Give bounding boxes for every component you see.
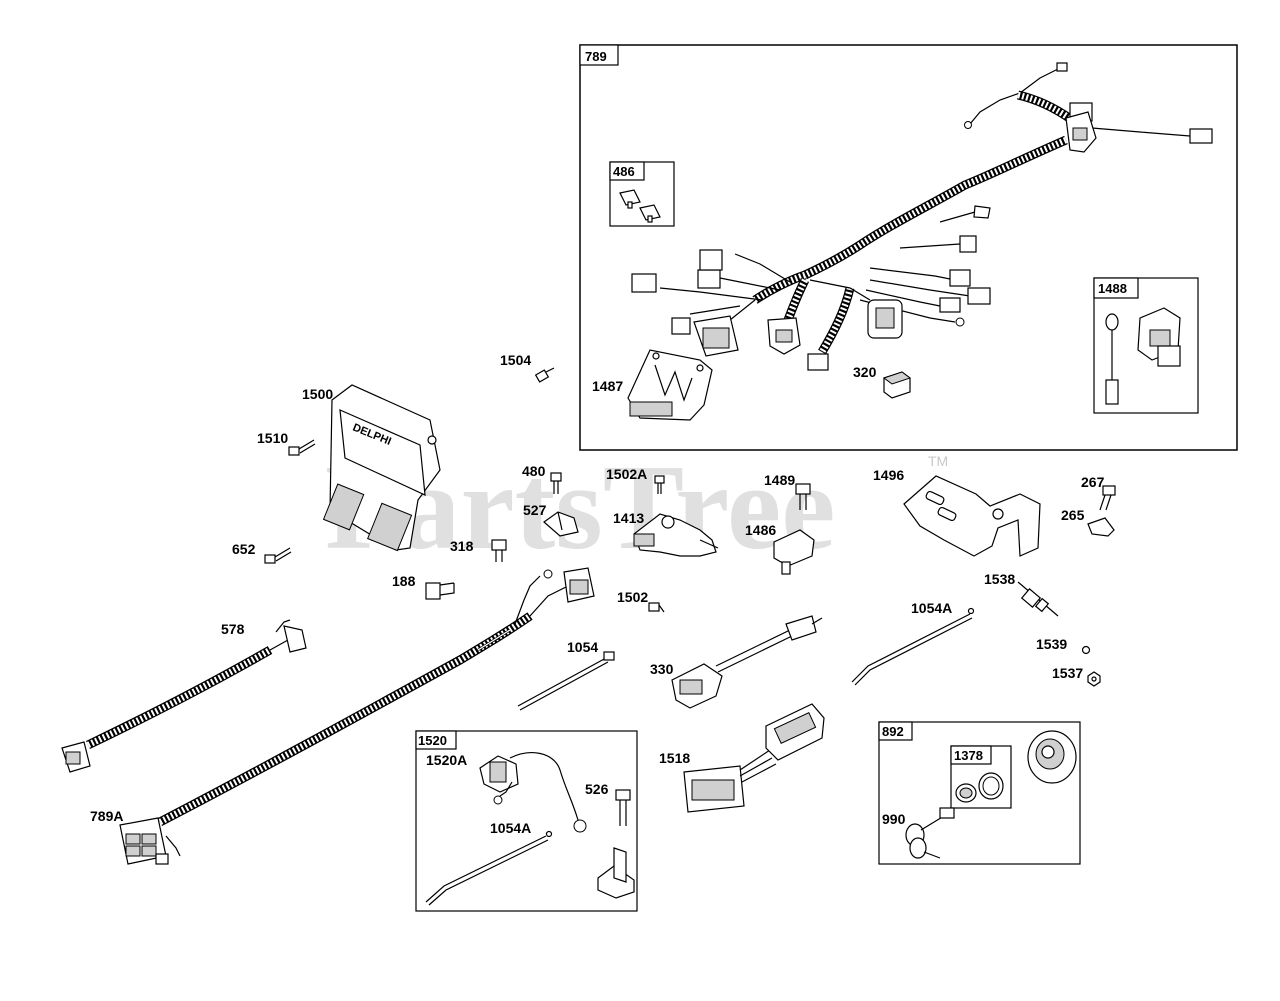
- callout-1537: 1537: [1052, 665, 1083, 681]
- callout-267: 267: [1081, 474, 1105, 490]
- callout-1520A: 1520A: [426, 752, 467, 768]
- fuses-486: [619, 189, 661, 223]
- screw-652: [264, 547, 292, 564]
- callout-480: 480: [522, 463, 546, 479]
- box-label-1488: 1488: [1098, 281, 1127, 296]
- screw-318: [491, 539, 507, 562]
- group-box-892: 892: [878, 721, 1081, 865]
- switch-1520A: [479, 752, 587, 833]
- harness-578: [61, 619, 307, 773]
- wire-harness-789: [631, 62, 1213, 371]
- callout-526: 526: [585, 781, 609, 797]
- screw-267: [1099, 485, 1116, 511]
- callout-1489: 1489: [764, 472, 795, 488]
- module-1518: [683, 703, 825, 813]
- callout-1496: 1496: [873, 467, 904, 483]
- harness-789A: [119, 567, 595, 865]
- box-label-1378: 1378: [954, 748, 983, 763]
- watermark-trademark: TM: [928, 453, 948, 469]
- connector-1488: [1105, 307, 1181, 405]
- sensor-1413: [633, 513, 719, 557]
- group-box-1520: 1520: [415, 730, 638, 912]
- callout-320: 320: [853, 364, 877, 380]
- callout-1487: 1487: [592, 378, 623, 394]
- box-label-789: 789: [585, 49, 607, 64]
- ecm-1500: DELPHI: [322, 384, 441, 552]
- cable-tie-1054A-box: [425, 830, 553, 906]
- callout-labels: 1504 1500 1510 652 480 1502A 1489 1496 2…: [90, 352, 1105, 836]
- sensor-330: [671, 615, 823, 709]
- sensor-1486: [773, 529, 815, 575]
- screw-526: [615, 789, 631, 826]
- callout-265: 265: [1061, 507, 1085, 523]
- bracket-1487: [627, 349, 713, 421]
- callout-527: 527: [523, 502, 547, 518]
- screw-1502: [648, 602, 665, 613]
- screw-188: [425, 582, 455, 600]
- callout-578: 578: [221, 621, 245, 637]
- bracket-1496: [903, 475, 1041, 557]
- group-box-1378: 1378: [950, 745, 1012, 809]
- callout-1054: 1054: [567, 639, 598, 655]
- callout-1413: 1413: [613, 510, 644, 526]
- callout-1502A: 1502A: [606, 466, 647, 482]
- group-box-789: 789: [579, 44, 1238, 451]
- callout-1539: 1539: [1036, 636, 1067, 652]
- callout-789A: 789A: [90, 808, 123, 824]
- cable-tie-1054A-right: [851, 607, 975, 686]
- screw-1489: [795, 483, 811, 510]
- callout-1500: 1500: [302, 386, 333, 402]
- cable-tie-1054: [517, 651, 615, 711]
- clip-527: [543, 511, 579, 537]
- callout-1518: 1518: [659, 750, 690, 766]
- callout-1054A-box: 1054A: [490, 820, 531, 836]
- callout-1502: 1502: [617, 589, 648, 605]
- callout-330: 330: [650, 661, 674, 677]
- callout-318: 318: [450, 538, 474, 554]
- bracket-1520: [597, 847, 635, 899]
- ignition-switch-892: [1027, 730, 1077, 784]
- callout-1510: 1510: [257, 430, 288, 446]
- washer-1539: [1081, 645, 1091, 655]
- screw-1510: [288, 439, 316, 456]
- callout-188: 188: [392, 573, 416, 589]
- screw-1502A: [654, 475, 665, 494]
- callout-652: 652: [232, 541, 256, 557]
- callout-1486: 1486: [745, 522, 776, 538]
- nut-ring-1378: [955, 772, 1004, 803]
- screw-480: [550, 472, 562, 494]
- clip-265: [1087, 517, 1115, 537]
- callout-1504: 1504: [500, 352, 531, 368]
- relay-320: [882, 371, 912, 399]
- box-label-892: 892: [882, 724, 904, 739]
- nut-1537: [1087, 671, 1101, 687]
- keys-990: [905, 807, 955, 859]
- bushing-1538: [1017, 581, 1059, 617]
- screw-1504: [534, 367, 555, 383]
- callout-1538: 1538: [984, 571, 1015, 587]
- callout-1054A-right: 1054A: [911, 600, 952, 616]
- callout-990: 990: [882, 811, 906, 827]
- box-label-486: 486: [613, 164, 635, 179]
- group-box-486: 486: [609, 161, 675, 227]
- box-label-1520: 1520: [418, 733, 447, 748]
- group-box-1488: 1488: [1093, 277, 1199, 414]
